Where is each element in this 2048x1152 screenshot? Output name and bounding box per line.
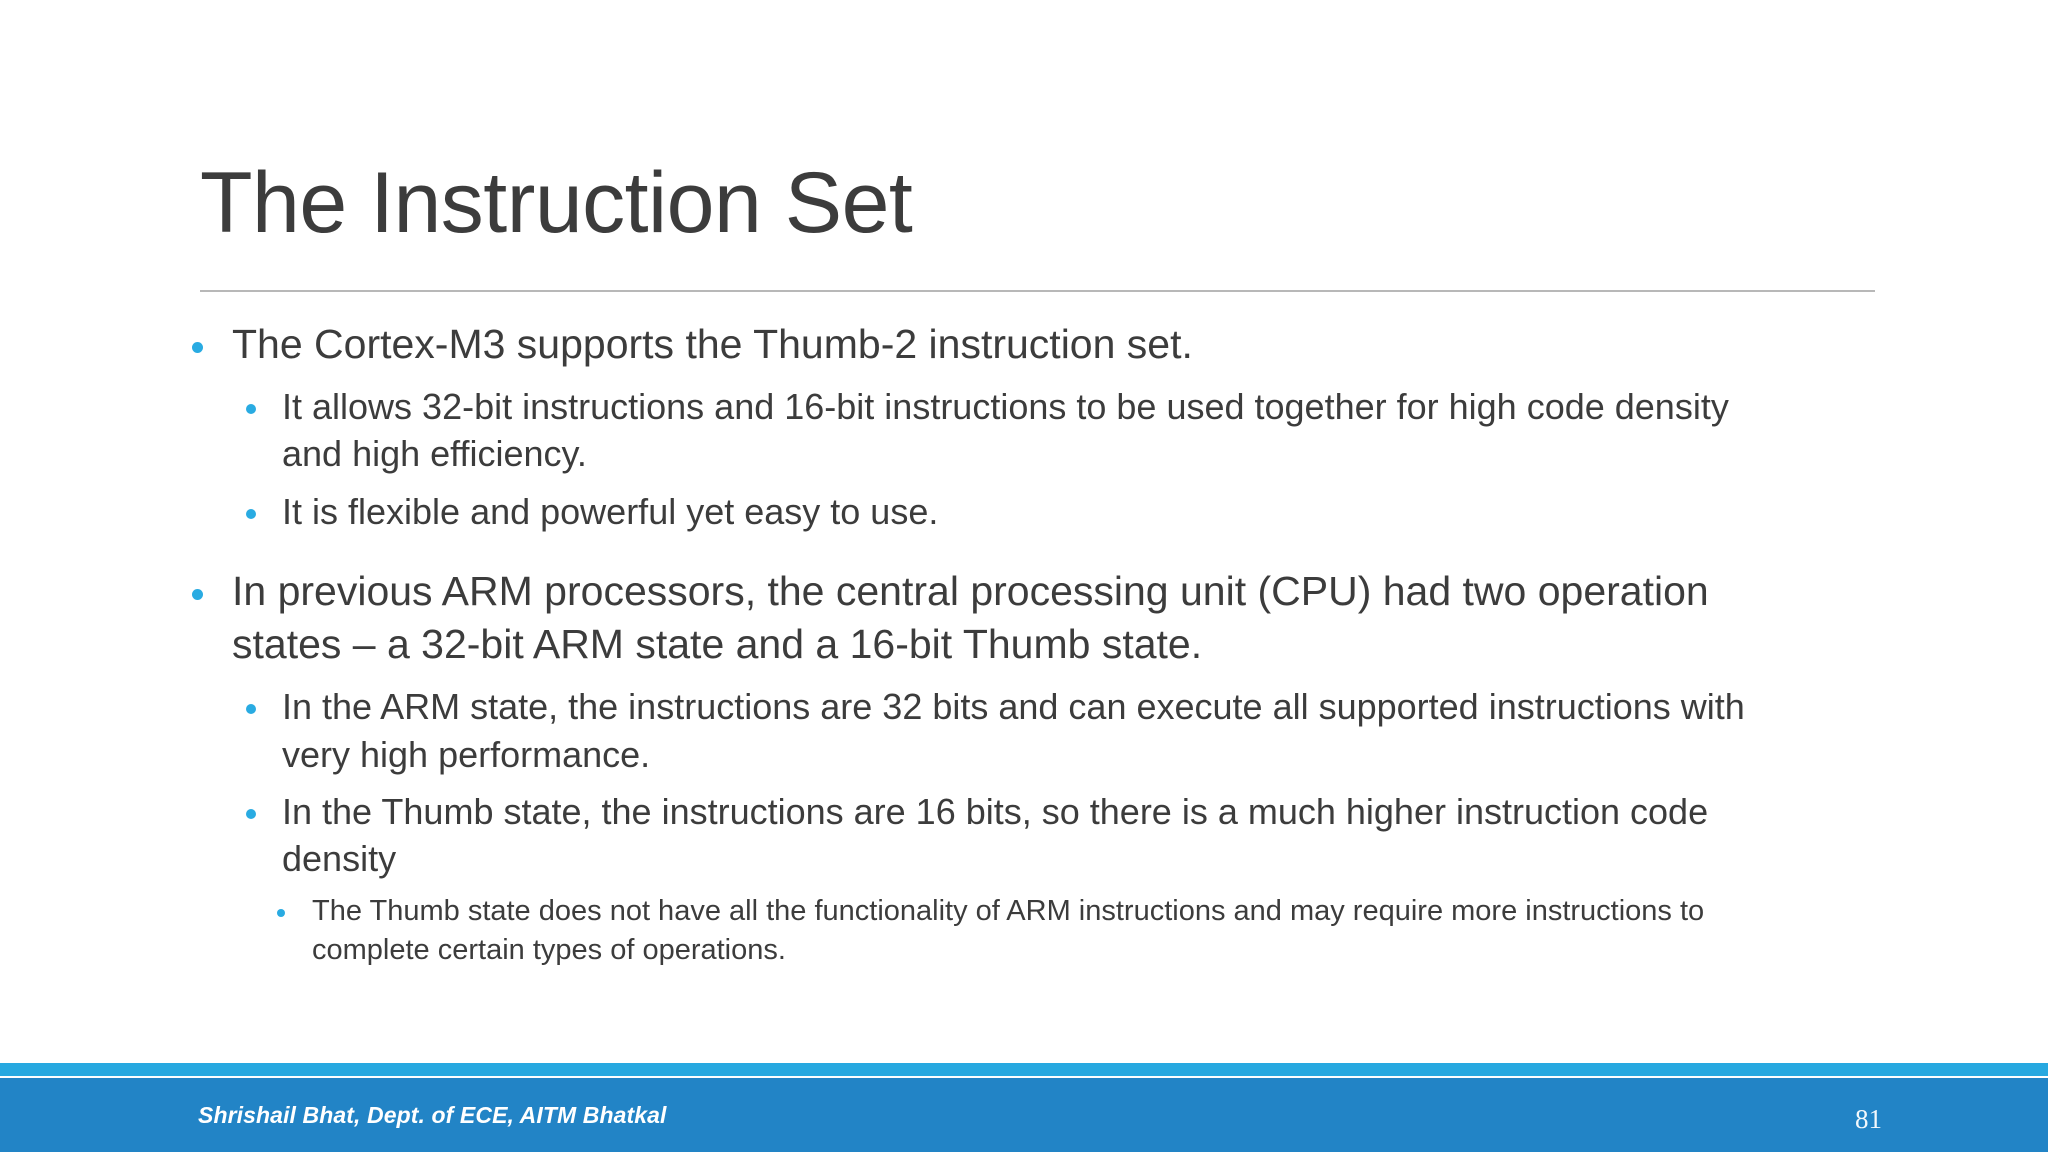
bullet-dot-icon [277,908,285,917]
bullet-dot-icon [246,404,256,415]
footer-bar [0,1078,2048,1152]
list-item-text: In previous ARM processors, the central … [232,567,1709,668]
list-item: The Cortex-M3 supports the Thumb-2 instr… [0,318,2048,371]
title-divider [200,290,1875,292]
list-item-text: In the ARM state, the instructions are 3… [282,686,1745,775]
footer-accent-stripe [0,1063,2048,1076]
bullet-dot-icon [246,508,256,519]
bullet-list: The Cortex-M3 supports the Thumb-2 instr… [0,318,2048,969]
bullet-dot-icon [192,588,203,600]
list-item-text: It allows 32-bit instructions and 16-bit… [282,386,1729,475]
bullet-dot-icon [246,704,256,715]
list-item-text: The Thumb state does not have all the fu… [312,894,1705,966]
list-item: In previous ARM processors, the central … [0,565,2048,672]
footer-credit-text: Shrishail Bhat, Dept. of ECE, AITM Bhatk… [198,1102,667,1128]
title-block: The Instruction Set [200,155,1880,251]
list-item: In the ARM state, the instructions are 3… [0,683,2048,777]
list-item: It allows 32-bit instructions and 16-bit… [0,383,2048,477]
slide-number: 81 [1855,1104,1882,1134]
list-item: It is flexible and powerful yet easy to … [0,488,2048,535]
list-item: In the Thumb state, the instructions are… [0,788,2048,882]
list-item: The Thumb state does not have all the fu… [0,892,2048,969]
bullet-dot-icon [246,808,256,819]
list-item-text: The Cortex-M3 supports the Thumb-2 instr… [232,321,1193,367]
page-title: The Instruction Set [200,155,913,251]
list-item-text: It is flexible and powerful yet easy to … [282,490,939,532]
bullet-dot-icon [192,342,203,353]
list-item-text: In the Thumb state, the instructions are… [282,790,1709,879]
slide-footer [0,1063,2048,1152]
